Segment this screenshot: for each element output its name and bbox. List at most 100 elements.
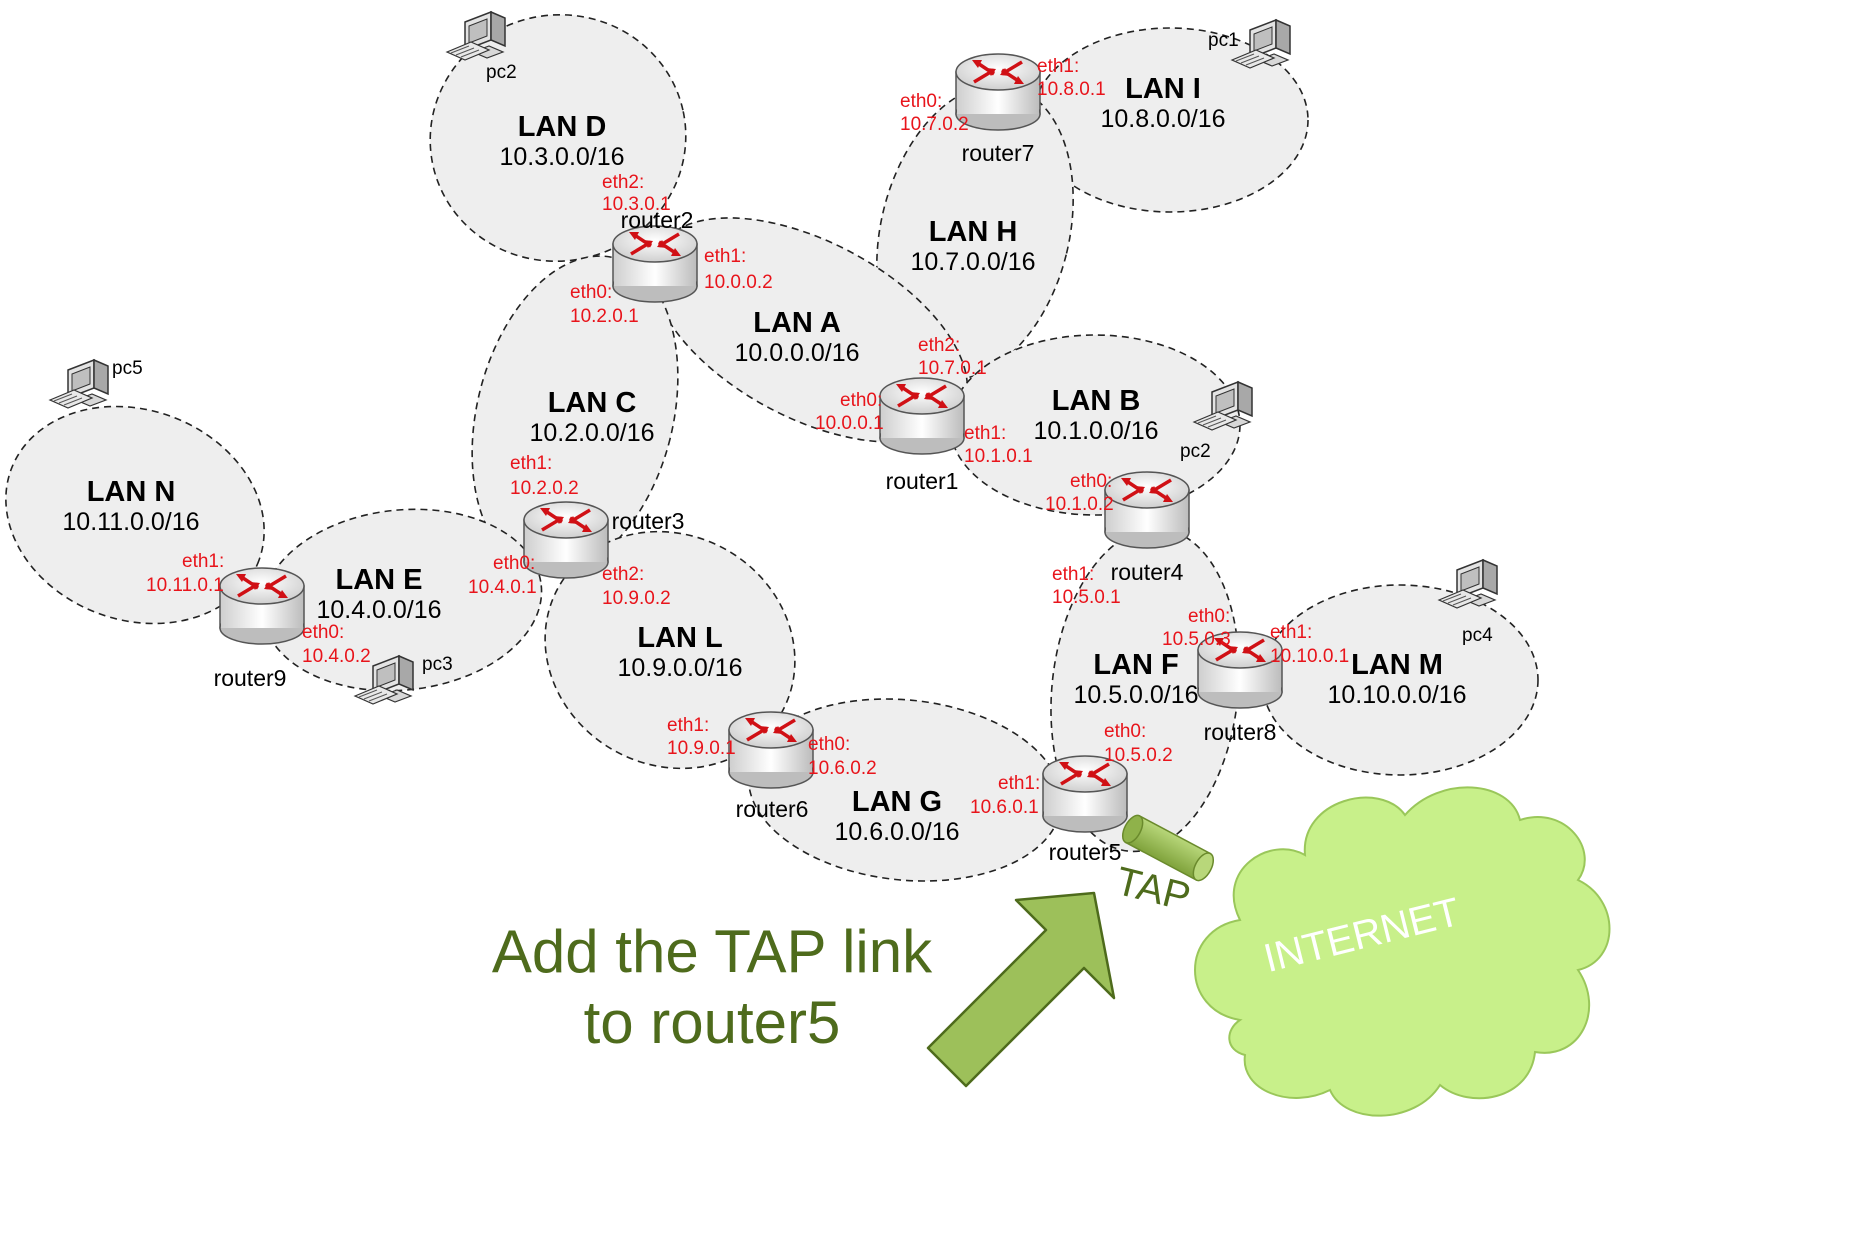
internet-cloud[interactable]: INTERNET: [1194, 786, 1611, 1117]
pc-label: pc2: [486, 62, 517, 83]
pc1[interactable]: pc1: [1208, 19, 1291, 69]
lan-name: LAN H: [929, 216, 1018, 248]
interface-name: eth0:: [1188, 606, 1230, 627]
router-icon: [611, 224, 699, 304]
router-label: router8: [1204, 719, 1277, 745]
lan-network: 10.6.0.0/16: [834, 818, 959, 846]
interface-name: eth1:: [182, 551, 224, 572]
router-label: router9: [214, 665, 287, 691]
pc2-top[interactable]: pc2: [446, 11, 517, 83]
lan-name: LAN A: [753, 307, 841, 339]
interface-name: eth1:: [998, 773, 1040, 794]
pc2-right[interactable]: pc2: [1180, 381, 1253, 462]
router9[interactable]: router9: [214, 566, 306, 691]
router-label: router2: [621, 207, 694, 233]
pc5[interactable]: pc5: [49, 358, 143, 409]
router2[interactable]: router2: [611, 207, 699, 304]
router-icon: [218, 566, 306, 646]
interface-ip: 10.1.0.2: [1045, 494, 1114, 515]
interface-name: eth1:: [1052, 564, 1094, 585]
router-label: router1: [886, 468, 959, 494]
interface-name: eth2:: [602, 172, 644, 193]
interface-ip: 10.9.0.1: [667, 738, 736, 759]
lan-network: 10.1.0.0/16: [1033, 417, 1158, 445]
interface-name: eth0:: [493, 553, 535, 574]
interface-name: eth1:: [1270, 622, 1312, 643]
interface-name: eth2:: [918, 335, 960, 356]
router-label: router5: [1049, 839, 1122, 865]
lan-name: LAN F: [1093, 649, 1178, 681]
lan-name: LAN C: [548, 387, 637, 419]
interface-ip: 10.5.0.1: [1052, 587, 1121, 608]
router-icon: [1103, 470, 1191, 550]
router-label: router6: [736, 796, 809, 822]
interface-ip: 10.10.0.1: [1270, 646, 1349, 667]
lan-network: 10.10.0.0/16: [1327, 681, 1466, 709]
lan-network: 10.5.0.0/16: [1073, 681, 1198, 709]
router7[interactable]: router7: [954, 52, 1042, 166]
router3[interactable]: router3: [522, 500, 684, 580]
lan-n-area: [5, 405, 265, 625]
interface-name: eth1:: [964, 423, 1006, 444]
interface-name: eth0:: [808, 734, 850, 755]
lan-name: LAN L: [637, 622, 722, 654]
interface-ip: 10.0.0.1: [815, 413, 884, 434]
router5[interactable]: router5: [1041, 754, 1129, 865]
tap-link[interactable]: TAP: [1112, 812, 1218, 920]
interface-ip: 10.4.0.2: [302, 646, 371, 667]
callout-line2: to router5: [584, 989, 841, 1056]
interface-ip: 10.5.0.2: [1104, 745, 1173, 766]
router-label: router7: [962, 140, 1035, 166]
lan-name: LAN M: [1351, 649, 1443, 681]
interface-ip: 10.6.0.1: [970, 797, 1039, 818]
router1[interactable]: router1: [878, 376, 966, 494]
router-icon: [727, 710, 815, 790]
lan-network: 10.7.0.0/16: [910, 248, 1035, 276]
pc-label: pc1: [1208, 30, 1239, 51]
callout-line1: Add the TAP link: [492, 918, 933, 985]
interface-name: eth1:: [510, 453, 552, 474]
interface-ip: 10.1.0.1: [964, 446, 1033, 467]
pc-label: pc4: [1462, 625, 1493, 646]
router-icon: [522, 500, 610, 580]
interface-ip: 10.3.0.1: [602, 194, 671, 215]
interface-name: eth0:: [900, 91, 942, 112]
lan-network: 10.0.0.0/16: [734, 339, 859, 367]
tap-cylinder-icon: [1121, 814, 1215, 882]
pc-label: pc5: [112, 358, 143, 379]
lan-network: 10.11.0.0/16: [62, 508, 199, 536]
interface-name: eth0:: [570, 282, 612, 303]
lan-network: 10.9.0.0/16: [617, 654, 742, 682]
interface-ip: 10.5.0.3: [1162, 629, 1231, 650]
interface-ip: 10.7.0.2: [900, 114, 969, 135]
interface-ip: 10.8.0.1: [1037, 79, 1106, 100]
interface-name: eth0:: [840, 390, 882, 411]
interface-ip: 10.6.0.2: [808, 758, 877, 779]
cloud-icon: [1194, 786, 1611, 1117]
interface-name: eth0:: [1070, 471, 1112, 492]
pc-label: pc3: [422, 654, 453, 675]
lan-name: LAN B: [1052, 385, 1141, 417]
interface-name: eth0:: [302, 622, 344, 643]
router4[interactable]: router4: [1103, 470, 1191, 585]
computer-icon: [1438, 559, 1498, 609]
router8[interactable]: router8: [1196, 630, 1284, 745]
pc3[interactable]: pc3: [354, 654, 453, 705]
lan-name: LAN N: [87, 476, 176, 508]
interface-name: eth0:: [1104, 721, 1146, 742]
router6[interactable]: router6: [727, 710, 815, 822]
pc4[interactable]: pc4: [1438, 559, 1498, 646]
computer-icon: [49, 359, 109, 409]
interface-ip: 10.0.0.2: [704, 272, 773, 293]
lan-m-area: [1261, 584, 1539, 776]
router-icon: [1041, 754, 1129, 834]
pcs: pc2 pc1 pc5 pc2 pc3 pc4: [49, 11, 1498, 705]
callout-arrow: [926, 891, 1116, 1088]
interface-ip: 10.4.0.1: [468, 577, 537, 598]
interface-ip: 10.11.0.1: [146, 575, 224, 596]
interface-ip: 10.7.0.1: [918, 358, 987, 379]
lan-labels: LAN D 10.3.0.0/16 LAN I 10.8.0.0/16 LAN …: [62, 73, 1466, 846]
lan-name: LAN D: [518, 111, 607, 143]
arrow-icon: [926, 891, 1116, 1088]
